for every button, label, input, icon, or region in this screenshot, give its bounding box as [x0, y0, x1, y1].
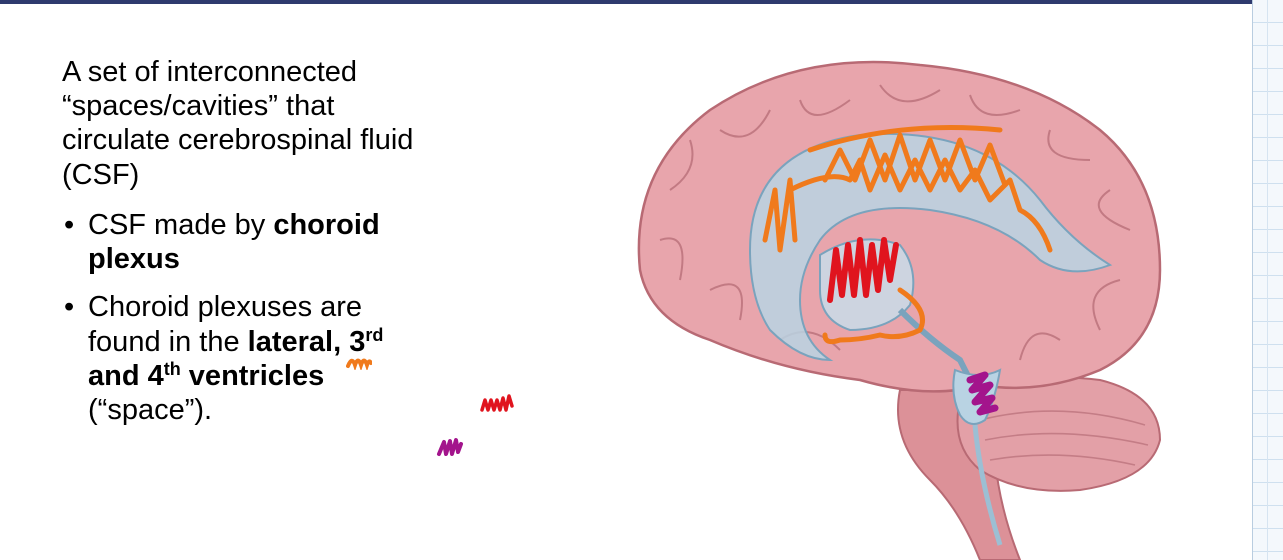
bullet-bold-text: choroid — [273, 208, 380, 241]
bullet-list: • CSF made by choroid plexus • Choroid p… — [62, 208, 532, 427]
bullet-choroid-plexus: • CSF made by choroid plexus — [62, 208, 532, 276]
slide-text: A set of interconnected “spaces/cavities… — [62, 55, 532, 441]
central-canal — [972, 424, 1003, 546]
bullet-line: found in the lateral, 3rd — [88, 325, 532, 359]
bullet-marker: • — [64, 208, 75, 241]
intro-line: circulate cerebrospinal fluid — [62, 124, 414, 157]
cerebral-aqueduct — [897, 307, 973, 382]
bullet-line: and 4th ventricles — [88, 359, 532, 393]
bullet-line: (“space”). — [88, 393, 213, 426]
notebook-margin — [1252, 0, 1283, 560]
bullet-line: Choroid plexuses are — [88, 291, 363, 324]
bullet-line: plexus — [88, 242, 532, 276]
header-bar — [0, 0, 1252, 4]
bullet-marker: • — [64, 291, 75, 324]
intro-line: (CSF) — [62, 158, 140, 191]
bullet-bold-text: lateral, 3 — [247, 325, 366, 358]
bullet-text: CSF made by — [88, 208, 274, 241]
bullet-text: found in the — [88, 325, 248, 358]
superscript-rd: rd — [365, 324, 384, 345]
intro-line: “spaces/cavities” that — [62, 90, 335, 123]
lateral-ventricle — [748, 132, 1113, 362]
cerebrum-gyri — [659, 84, 1131, 361]
intro-paragraph: A set of interconnected “spaces/cavities… — [62, 55, 532, 192]
bullet-line: CSF made by choroid — [88, 208, 532, 242]
brain-illustration — [637, 60, 1162, 560]
fourth-ventricle-ink-mark — [437, 438, 463, 456]
lateral-ink-mark — [346, 358, 372, 370]
bullet-ventricles: • Choroid plexuses are found in the late… — [62, 290, 532, 427]
lateral-ventricle-ink — [762, 125, 1053, 345]
third-ventricle-ink — [827, 237, 899, 303]
bullet-bold-text: ventricles — [180, 359, 325, 392]
bullet-bold-text: plexus — [88, 243, 180, 276]
cerebrum — [637, 60, 1162, 393]
cerebellum-folds — [979, 410, 1149, 466]
superscript-th: th — [163, 358, 181, 379]
intro-line: A set of interconnected — [62, 56, 358, 88]
third-ventricle-ink-mark — [480, 394, 514, 412]
fourth-ventricle-ink — [966, 371, 999, 416]
bullet-bold-text: and 4 — [88, 359, 164, 392]
